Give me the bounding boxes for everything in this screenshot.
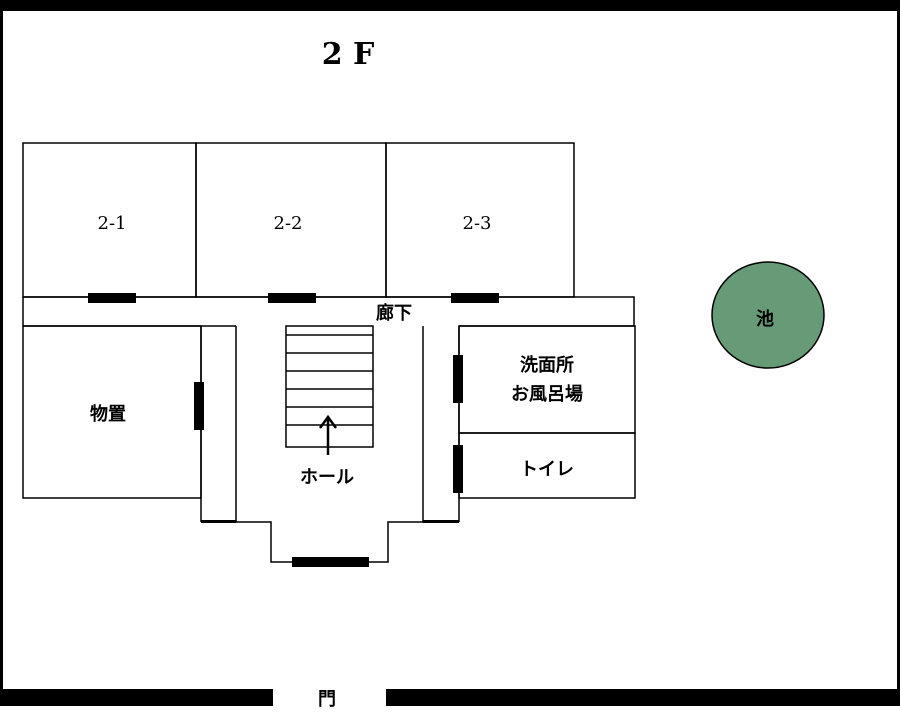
boundary-bottom-wall-right — [386, 689, 900, 706]
hall-label: ホール — [300, 467, 354, 488]
door-room-2-3[interactable] — [451, 293, 499, 303]
passage-right-floor — [423, 520, 459, 523]
room-2-3-label: 2-3 — [463, 213, 492, 234]
storage-label: 物置 — [90, 403, 126, 425]
gate-label: 門 — [318, 689, 336, 710]
room-2-1-label: 2-1 — [98, 213, 127, 234]
hall-entrance-outline — [236, 521, 423, 563]
boundary-bottom-wall-left — [0, 689, 273, 706]
stair-outline — [285, 325, 374, 448]
up-arrow-icon — [318, 414, 338, 455]
corridor-label: 廊下 — [376, 302, 412, 324]
staircase — [285, 325, 374, 448]
pond-label: 池 — [756, 308, 774, 330]
door-room-2-2[interactable] — [268, 293, 316, 303]
entrance-door[interactable] — [292, 557, 369, 567]
door-room-2-1[interactable] — [88, 293, 136, 303]
door-storage[interactable] — [194, 382, 204, 430]
bath-label: お風呂場 — [511, 384, 583, 405]
boundary-top-wall — [0, 0, 900, 11]
room-2-2-label: 2-2 — [274, 213, 303, 234]
pond — [711, 261, 825, 369]
door-toilet[interactable] — [453, 445, 463, 493]
boundary-right-wall — [897, 0, 900, 706]
boundary-left-wall — [0, 0, 3, 706]
door-washroom[interactable] — [453, 355, 463, 403]
toilet-label: トイレ — [520, 459, 574, 480]
floor-title: 2 F — [322, 37, 375, 72]
passage-left-floor — [201, 520, 236, 523]
washroom-label: 洗面所 — [520, 354, 574, 376]
washroom-bath-room[interactable] — [458, 325, 636, 434]
